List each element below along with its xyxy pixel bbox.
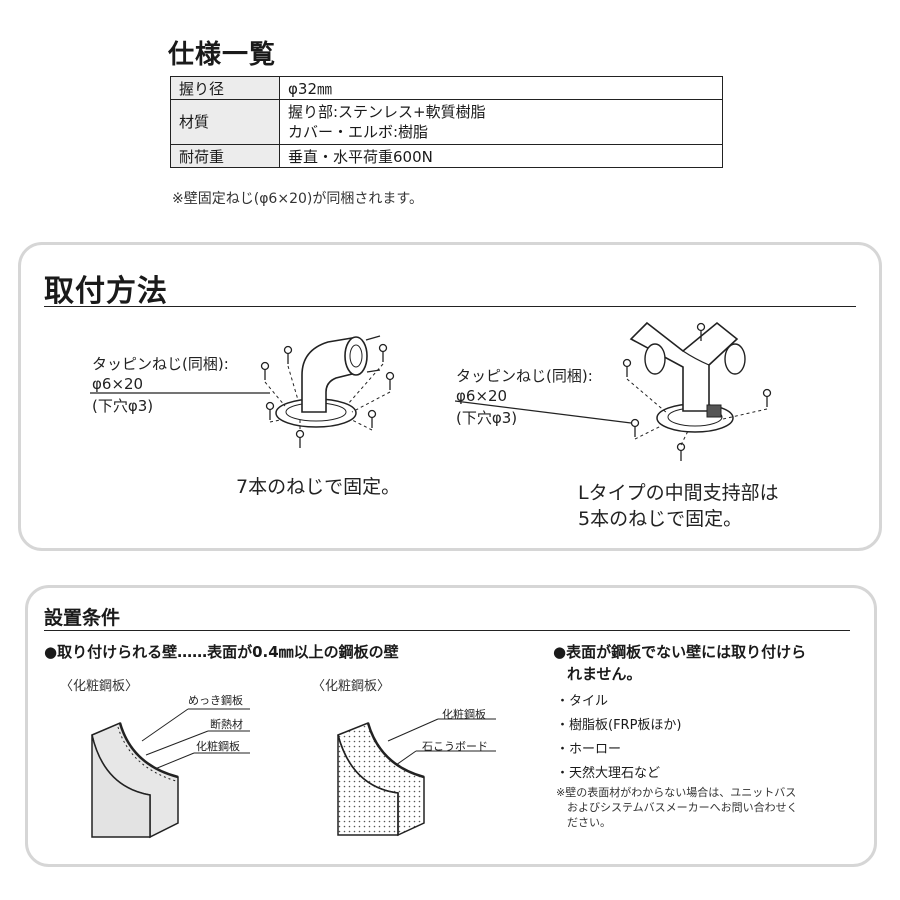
installation-method-panel [18, 242, 882, 551]
panel2-label-coated: 化粧鋼板 [442, 708, 486, 721]
spec-row-grip: 握り径 φ32㎜ [170, 76, 723, 100]
heading-line: ●表面が鋼板でない壁には取り付けら [553, 643, 807, 661]
panel2-title: 〈化粧鋼板〉 [312, 679, 391, 694]
caption-line: Lタイプの中間支持部は [578, 482, 779, 504]
panel1-label-coated: 化粧鋼板 [196, 740, 240, 753]
note-line: ださい。 [567, 816, 611, 829]
method-title-rule [44, 306, 856, 307]
method-title: 取付方法 [44, 274, 168, 309]
unsupported-walls-heading: ●表面が鋼板でない壁には取り付けら れません。 [553, 641, 863, 685]
panel2-label-gypsum: 石こうボード [422, 740, 488, 753]
screw-label-line: (下穴φ3) [92, 397, 154, 415]
conditions-lead: ●取り付けられる壁……表面が0.4㎜以上の鋼板の壁 [44, 643, 399, 661]
spec-table: 握り径 φ32㎜ 材質 握り部:ステンレス+軟質樹脂 カバー・エルボ:樹脂 耐荷… [170, 76, 723, 168]
spec-row-material: 材質 握り部:ステンレス+軟質樹脂 カバー・エルボ:樹脂 [170, 99, 723, 145]
panel1-wall-section-illustration [91, 708, 250, 839]
spec-value-line: カバー・エルボ:樹脂 [288, 123, 429, 141]
spec-row-load: 耐荷重 垂直・水平荷重600N [170, 144, 723, 168]
l-type-support-illustration [455, 321, 772, 461]
conditions-title: 設置条件 [44, 607, 121, 629]
panel1-label-plating: めっき鋼板 [188, 694, 243, 707]
screw-label-line: φ6×20 [456, 387, 508, 405]
unsupported-walls-list: ・タイル ・樹脂板(FRP板ほか) ・ホーロー ・天然大理石など [556, 690, 682, 786]
heading-line: れません。 [567, 665, 642, 683]
screw-label-left: タッピンねじ(同梱): φ6×20 (下穴φ3) [92, 354, 229, 416]
panel1-title: 〈化粧鋼板〉 [60, 679, 139, 694]
spec-title: 仕様一覧 [168, 40, 277, 70]
screw-label-line: タッピンねじ(同梱): [456, 367, 593, 385]
screw-label-right: タッピンねじ(同梱): φ6×20 (下穴φ3) [456, 366, 593, 428]
panel2-wall-section-illustration [337, 718, 496, 837]
elbow-mount-illustration [90, 335, 395, 448]
spec-label: 耐荷重 [170, 144, 280, 168]
panel1-label-insulation: 断熱材 [210, 718, 243, 731]
screw-label-line: φ6×20 [92, 375, 144, 393]
spec-value: 握り部:ステンレス+軟質樹脂 カバー・エルボ:樹脂 [279, 99, 723, 145]
screw-label-line: タッピンねじ(同梱): [92, 355, 229, 373]
note-line: およびシステムバスメーカーへお問い合わせく [567, 801, 798, 814]
caption-line: 5本のねじで固定。 [578, 508, 743, 530]
caption-left: 7本のねじで固定。 [236, 476, 401, 498]
list-item: ・タイル [556, 694, 609, 709]
spec-value: 垂直・水平荷重600N [279, 144, 723, 168]
note-line: ※壁の表面材がわからない場合は、ユニットバス [556, 786, 797, 799]
list-item: ・天然大理石など [556, 766, 661, 781]
spec-label: 握り径 [170, 76, 280, 100]
conditions-title-rule [44, 630, 850, 631]
spec-label: 材質 [170, 99, 280, 145]
list-item: ・ホーロー [556, 742, 622, 757]
list-item: ・樹脂板(FRP板ほか) [556, 718, 682, 733]
spec-value-line: 握り部:ステンレス+軟質樹脂 [288, 103, 486, 121]
caption-right: Lタイプの中間支持部は 5本のねじで固定。 [578, 480, 779, 532]
screw-label-line: (下穴φ3) [456, 409, 518, 427]
spec-value: φ32㎜ [279, 76, 723, 100]
spec-note: ※壁固定ねじ(φ6×20)が同梱されます。 [172, 191, 423, 207]
contact-note: ※壁の表面材がわからない場合は、ユニットバス およびシステムバスメーカーへお問い… [556, 785, 866, 830]
